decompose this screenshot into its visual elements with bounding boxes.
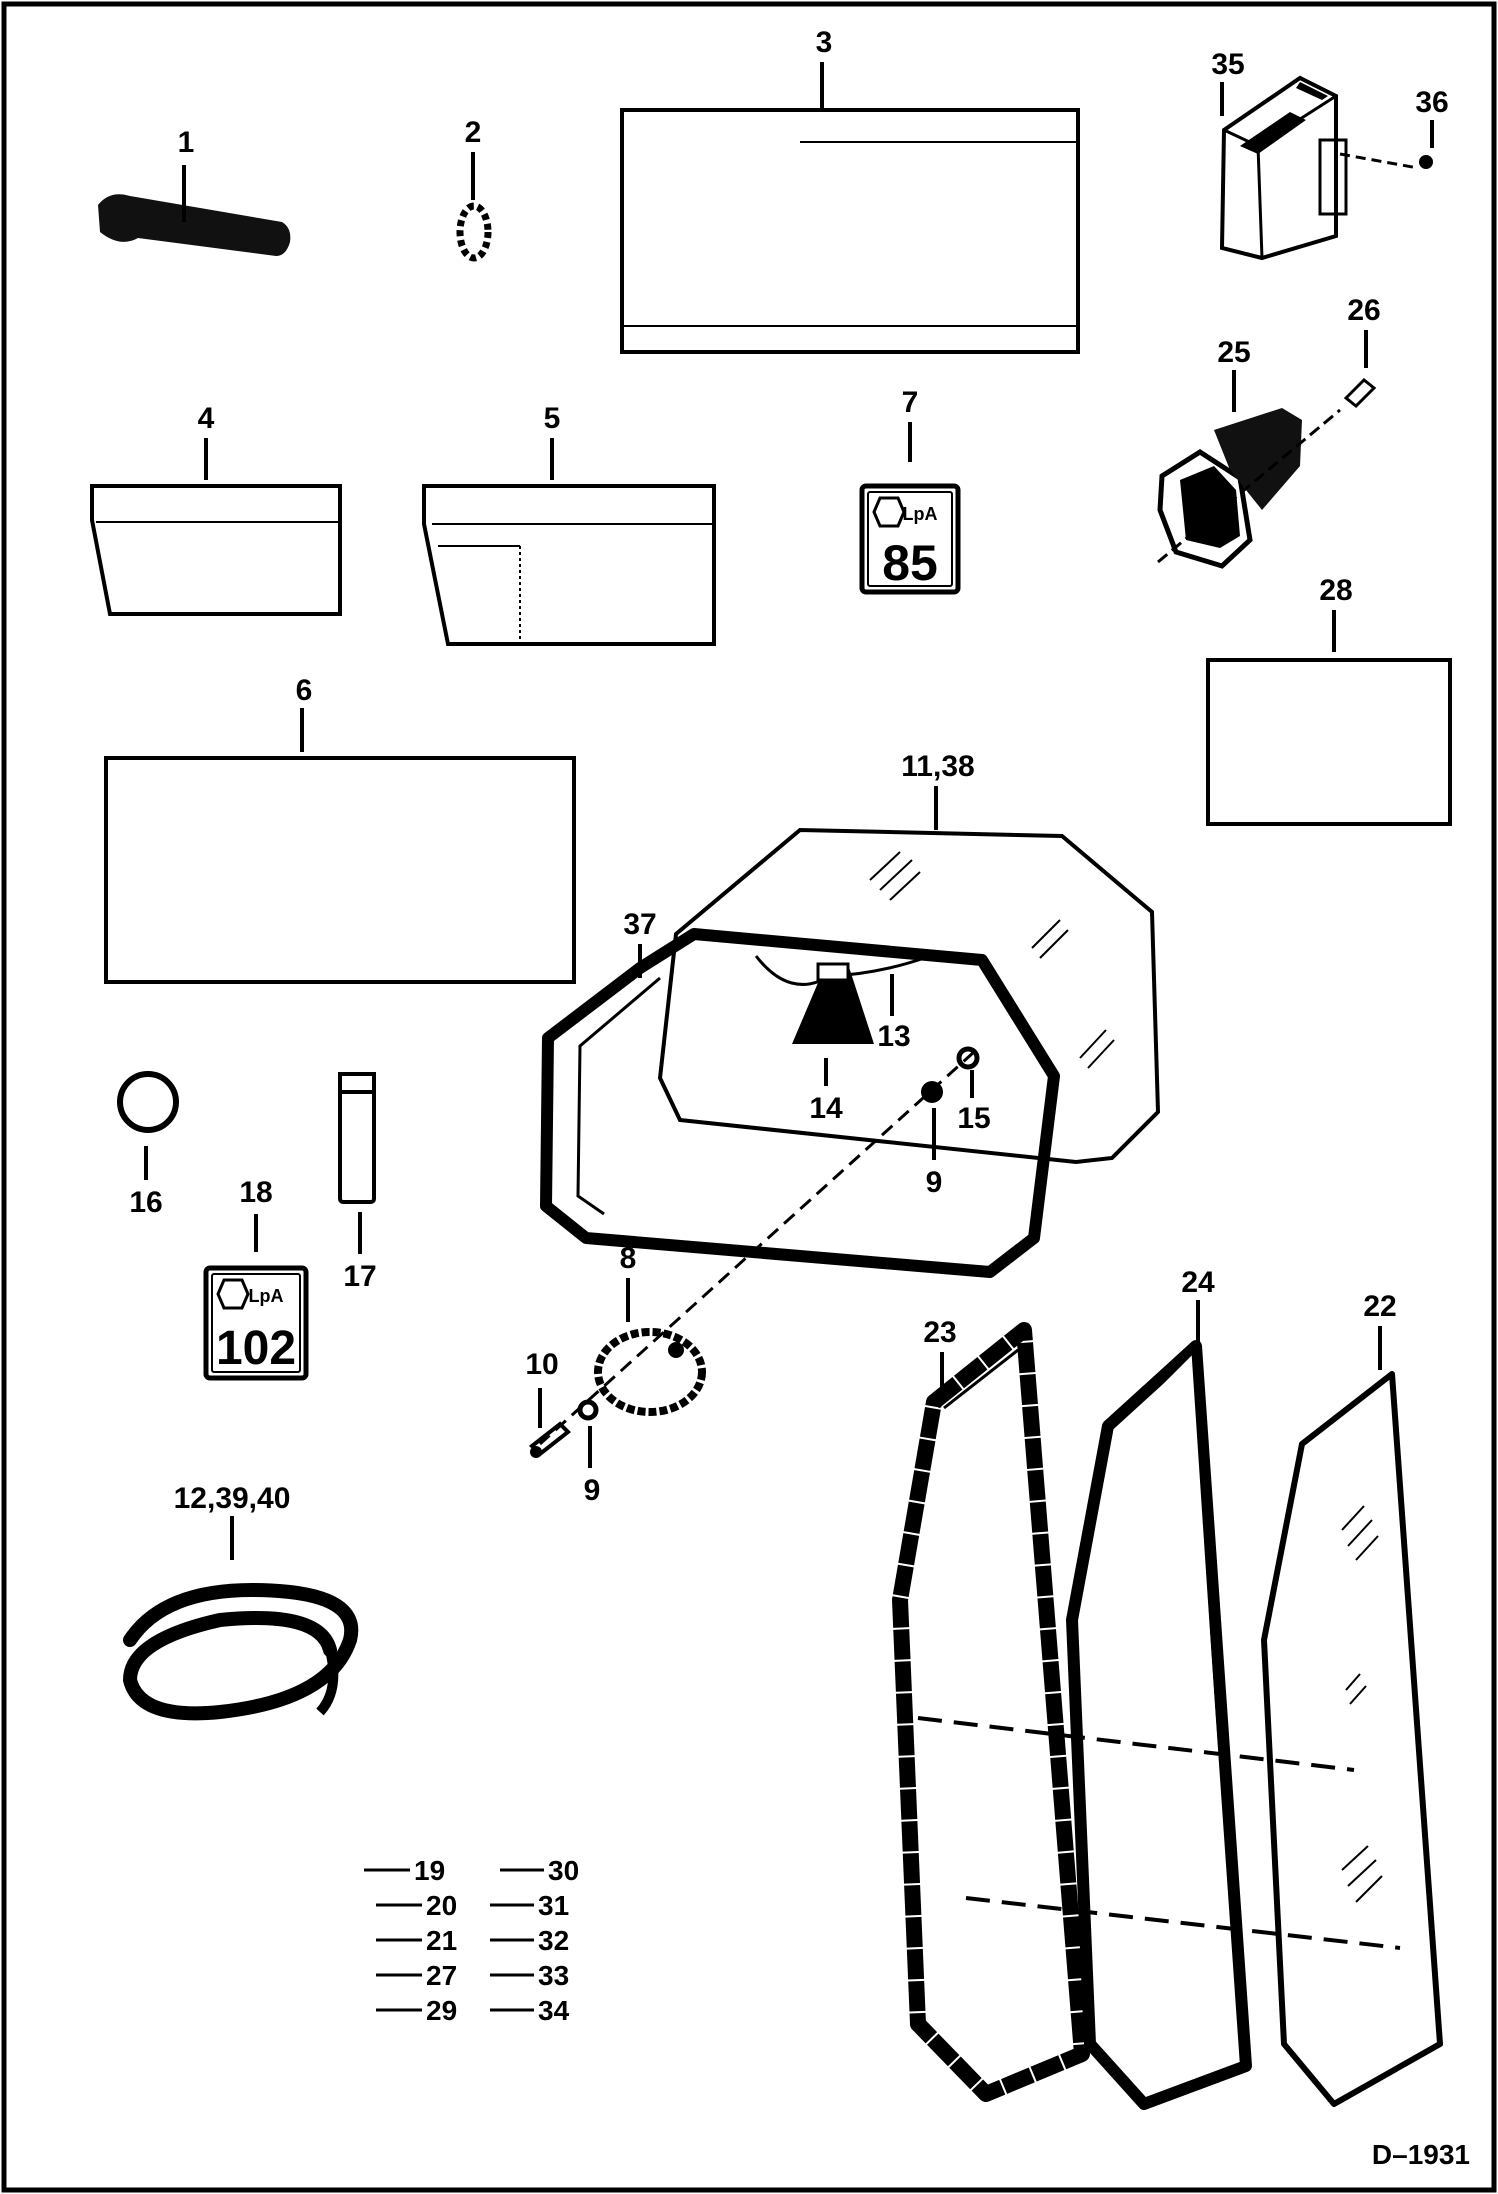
callout-4: 4 xyxy=(198,402,215,435)
part-8-ring xyxy=(594,1278,706,1416)
callout-24: 24 xyxy=(1181,1266,1215,1299)
part-3-decal xyxy=(620,62,1080,354)
callout-18: 18 xyxy=(239,1176,272,1209)
part-14-emergency-decal xyxy=(792,962,874,1086)
alignment-line-lower xyxy=(965,1896,1401,1950)
decal-7-value: 85 xyxy=(882,535,938,591)
part-22-glass xyxy=(1261,1326,1443,2107)
reference-list xyxy=(364,1868,544,2012)
callout-28: 28 xyxy=(1319,574,1352,607)
part-11-rear-glass xyxy=(657,786,1161,1165)
callout-8: 8 xyxy=(620,1242,637,1275)
part-2-clamp xyxy=(456,152,492,262)
part-25-boot xyxy=(1157,370,1341,569)
part-10-bolt xyxy=(528,1388,572,1458)
part-7-sound-decal xyxy=(859,422,961,595)
decal-7-sub: LpA xyxy=(903,504,938,524)
part-26-bulb xyxy=(1343,330,1377,409)
callout-25: 25 xyxy=(1217,336,1250,369)
ref-20: 20 xyxy=(426,1890,457,1921)
part-35-reservoir xyxy=(1219,75,1419,261)
callout-37: 37 xyxy=(623,908,656,941)
ref-32: 32 xyxy=(538,1925,569,1956)
callout-36: 36 xyxy=(1415,86,1448,119)
part-18-sound-decal xyxy=(203,1214,309,1381)
callout-12-39-40: 12,39,40 xyxy=(174,1482,291,1515)
ref-21: 21 xyxy=(426,1925,457,1956)
part-1-hose xyxy=(98,165,291,256)
assembly-line xyxy=(538,1050,976,1446)
part-9-washer-lower xyxy=(577,1399,599,1468)
part-28-decal xyxy=(1206,610,1452,826)
callout-35: 35 xyxy=(1211,48,1244,81)
part-37-seal xyxy=(540,928,1060,1278)
part-23-window-frame xyxy=(892,1322,1090,2102)
callout-9-lower: 9 xyxy=(584,1474,601,1507)
callout-13: 13 xyxy=(877,1020,910,1053)
callout-6: 6 xyxy=(296,674,313,707)
callout-16: 16 xyxy=(129,1186,162,1219)
ref-33: 33 xyxy=(538,1960,569,1991)
part-24-seal-frame xyxy=(1066,1300,1252,2110)
ref-29: 29 xyxy=(426,1995,457,2026)
callout-10: 10 xyxy=(525,1348,558,1381)
callout-9-upper: 9 xyxy=(926,1166,943,1199)
ref-34: 34 xyxy=(538,1995,570,2026)
decal-18-sub: LpA xyxy=(249,1286,284,1306)
callout-22: 22 xyxy=(1363,1290,1396,1323)
part-17-tube xyxy=(338,1072,376,1254)
part-4-decal xyxy=(90,438,342,616)
ref-31: 31 xyxy=(538,1890,569,1921)
part-15-nut xyxy=(956,1046,980,1098)
callout-17: 17 xyxy=(343,1260,376,1293)
part-16-cap xyxy=(117,1071,179,1180)
callout-7: 7 xyxy=(902,386,919,419)
decal-18-value: 102 xyxy=(216,1322,296,1375)
callout-1: 1 xyxy=(178,126,195,159)
callout-5: 5 xyxy=(544,402,561,435)
alignment-line-upper xyxy=(917,1716,1355,1772)
callout-2: 2 xyxy=(465,116,482,149)
part-5-decal xyxy=(422,438,716,646)
part-6-decal xyxy=(104,708,576,984)
part-36-screw xyxy=(1419,120,1434,169)
callout-15: 15 xyxy=(957,1102,990,1135)
callout-3: 3 xyxy=(816,26,833,59)
callout-23: 23 xyxy=(923,1316,956,1349)
drawing-number: D–1931 xyxy=(1372,2139,1470,2170)
callout-11-38: 11,38 xyxy=(901,750,974,783)
ref-19: 19 xyxy=(414,1855,445,1886)
callout-26: 26 xyxy=(1347,294,1380,327)
ref-30: 30 xyxy=(548,1855,579,1886)
part-12-hose-coil xyxy=(122,1516,359,1721)
ref-27: 27 xyxy=(426,1960,457,1991)
callout-14: 14 xyxy=(809,1092,843,1125)
